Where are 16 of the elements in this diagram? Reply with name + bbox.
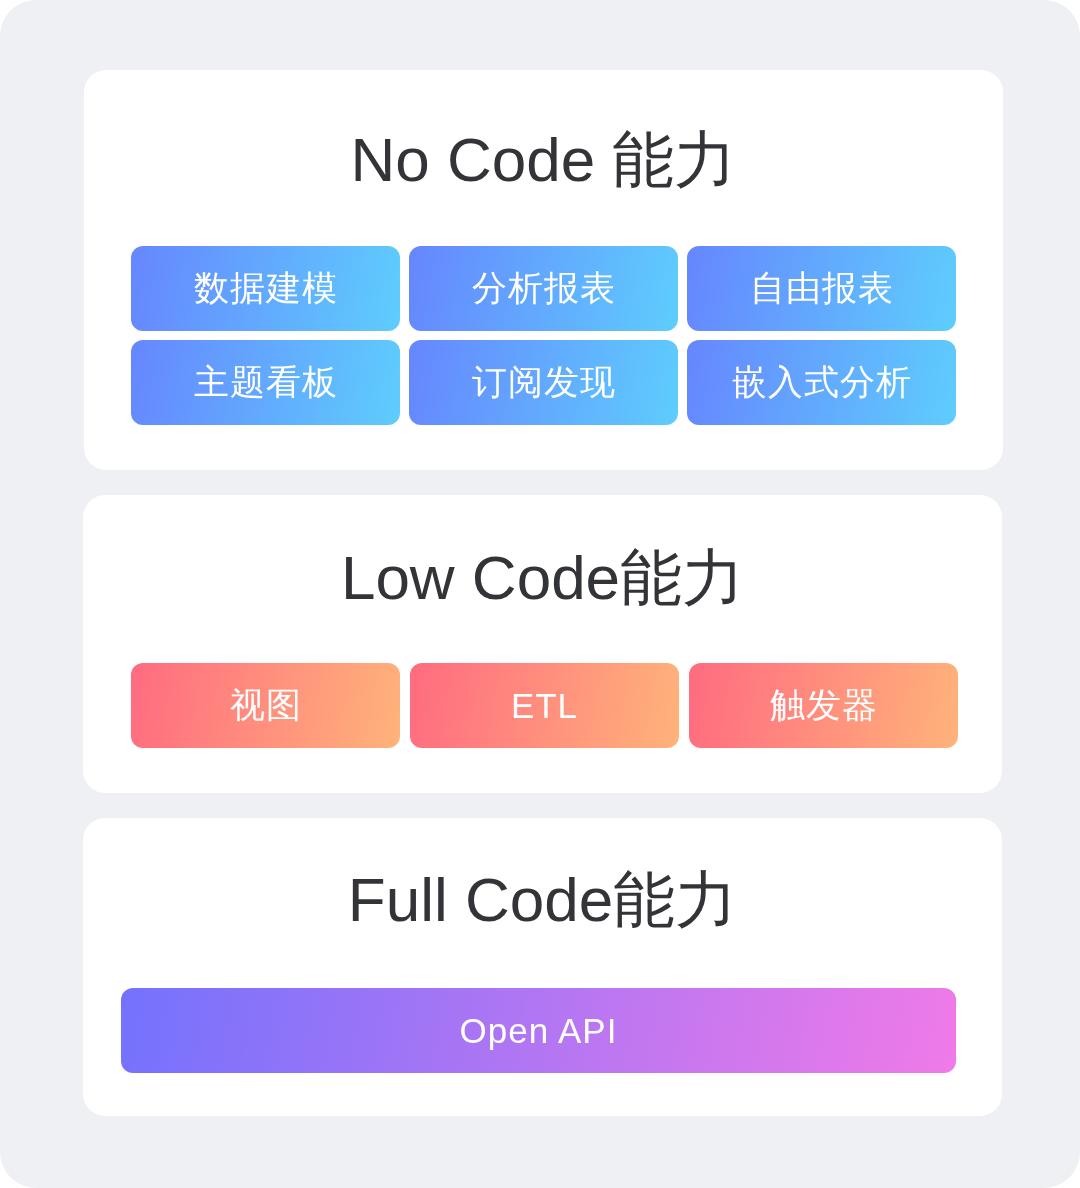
feature-tag: Open API [121, 988, 956, 1073]
feature-tag: 自由报表 [687, 246, 956, 331]
panel-title: Low Code能力 [339, 542, 746, 614]
feature-tag: 嵌入式分析 [687, 340, 956, 425]
capability-panel [83, 495, 1002, 793]
feature-tag: 数据建模 [131, 246, 400, 331]
panel-title: No Code 能力 [349, 124, 738, 196]
capability-panel [83, 818, 1002, 1116]
capability-panel [84, 70, 1003, 470]
feature-tag: ETL [410, 663, 679, 748]
feature-tag: 视图 [131, 663, 400, 748]
feature-tag: 分析报表 [409, 246, 678, 331]
panel-title: Full Code能力 [346, 864, 739, 936]
feature-tag: 订阅发现 [409, 340, 678, 425]
feature-tag: 主题看板 [131, 340, 400, 425]
feature-tag: 触发器 [689, 663, 958, 748]
